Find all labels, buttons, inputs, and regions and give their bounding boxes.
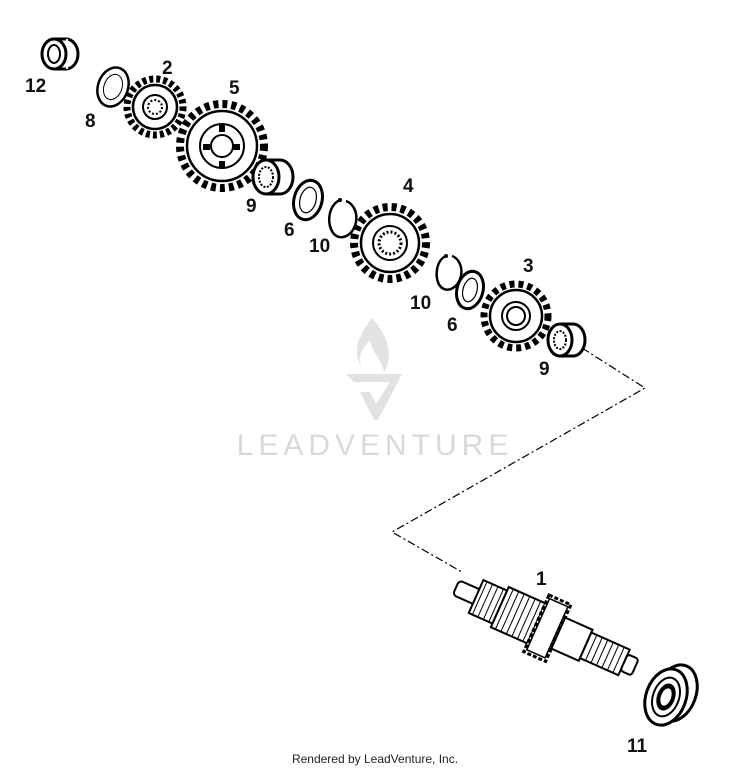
part-2-gear: [123, 75, 187, 139]
callout-11: 11: [627, 736, 648, 757]
callout-10-upper: 10: [309, 236, 330, 257]
part-3-gear: [480, 280, 552, 352]
callout-3: 3: [523, 256, 534, 277]
part-8-thrust-washer: [96, 66, 130, 108]
callout-2: 2: [162, 58, 173, 79]
part-10-circlip-lower: [435, 254, 463, 291]
flame-logo-icon: [346, 318, 402, 420]
part-1-shaft: [452, 578, 639, 677]
part-10-circlip-upper: [327, 198, 358, 239]
part-9-needle-bearing-lower: [546, 322, 587, 358]
leadventure-watermark: LEADVENTURE: [237, 318, 514, 462]
part-12-needle-bearing: [40, 37, 80, 71]
part-9-needle-bearing-upper: [251, 158, 295, 196]
callout-10-lower: 10: [410, 293, 431, 314]
callout-6-upper: 6: [284, 220, 295, 241]
assembly-guide-line: [390, 347, 647, 573]
callout-8: 8: [85, 111, 96, 132]
callout-1: 1: [536, 569, 547, 590]
part-11-ball-bearing: [643, 663, 699, 727]
watermark-text: LEADVENTURE: [237, 429, 514, 462]
part-6-washer-lower: [455, 269, 485, 311]
footer-credit: Rendered by LeadVenture, Inc.: [291, 752, 459, 766]
callout-9-upper: 9: [246, 196, 257, 217]
callout-6-lower: 6: [447, 315, 458, 336]
callout-5: 5: [229, 78, 240, 99]
part-5-large-gear: [176, 100, 268, 192]
callout-12: 12: [25, 76, 46, 97]
callout-4: 4: [403, 176, 414, 197]
part-6-washer-upper: [292, 178, 324, 222]
part-4-gear: [350, 203, 430, 283]
callout-9-lower: 9: [539, 359, 550, 380]
